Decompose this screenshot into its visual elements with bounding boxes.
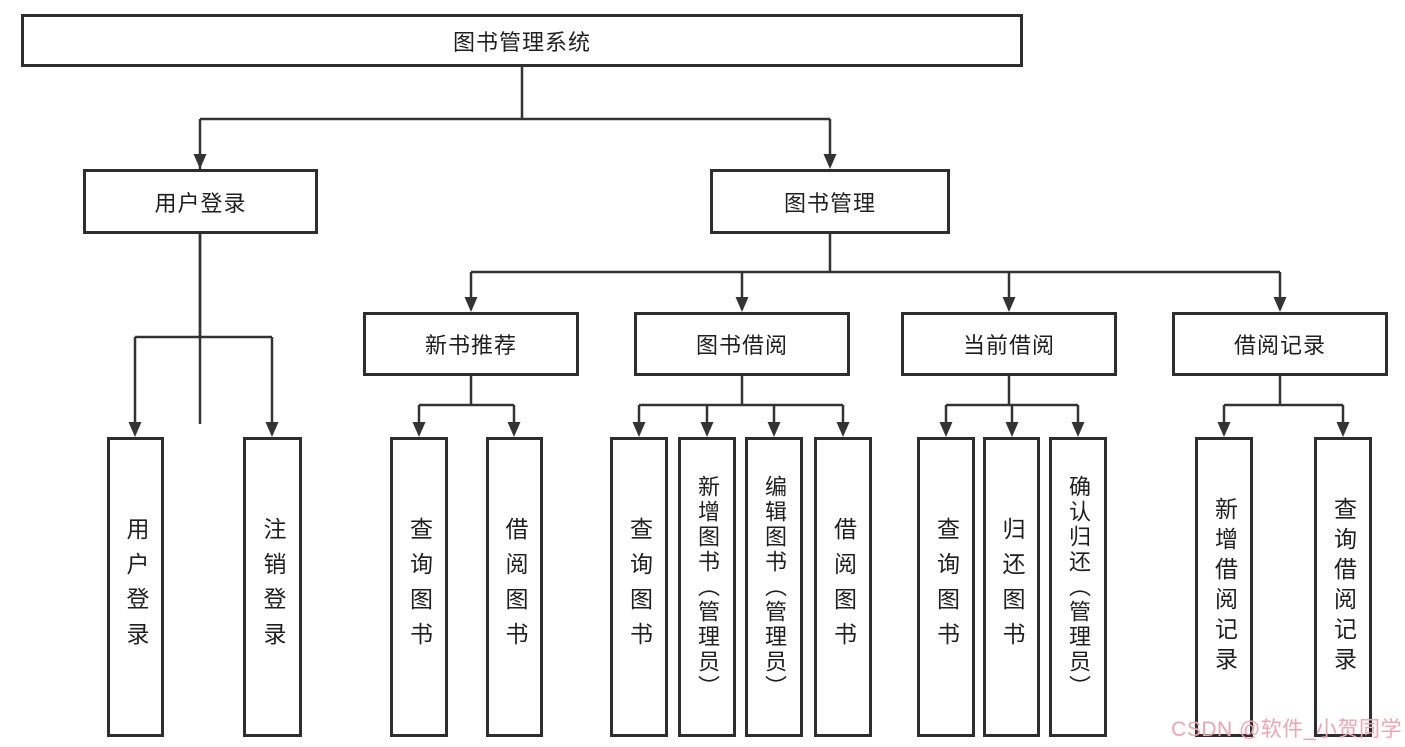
arrowhead-icons <box>128 154 1350 437</box>
leaf-edit-books-admin-label: 编辑图书（管理员） <box>762 474 787 700</box>
leaf-query-borrow-record: 查询借阅记录 <box>1314 437 1372 737</box>
leaf-query-books-recommend-label: 查询图书 <box>406 517 433 657</box>
leaf-logout: 注销登录 <box>243 437 302 737</box>
leaf-add-borrow-record: 新增借阅记录 <box>1195 437 1253 737</box>
leaf-edit-books-admin: 编辑图书（管理员） <box>745 437 803 737</box>
leaf-logout-label: 注销登录 <box>260 517 286 657</box>
leaf-query-books-current-label: 查询图书 <box>933 517 960 657</box>
leaf-query-books-borrow-label: 查询图书 <box>626 517 653 657</box>
leaf-return-books: 归还图书 <box>983 437 1040 737</box>
leaf-add-books-admin: 新增图书（管理员） <box>678 437 736 737</box>
leaf-borrow-books-recommend-label: 借阅图书 <box>502 517 528 657</box>
connector-borrow-records-children <box>1222 376 1345 425</box>
leaf-user-login-label: 用户登录 <box>123 517 149 657</box>
connector-user-login-children <box>133 234 274 425</box>
csdn-watermark: CSDN @软件_小贺同学 <box>1171 718 1402 741</box>
leaf-query-books-recommend: 查询图书 <box>390 437 448 737</box>
node-library-system: 图书管理系统 <box>21 14 1023 67</box>
connector-new-book-recommend-children <box>417 376 516 425</box>
leaf-query-borrow-record-label: 查询借阅记录 <box>1330 497 1357 677</box>
node-new-book-recommend-label: 新书推荐 <box>424 333 517 358</box>
node-book-borrow: 图书借阅 <box>634 312 850 376</box>
node-current-borrow-label: 当前借阅 <box>962 333 1055 358</box>
connector-book-borrow-children <box>637 376 845 425</box>
leaf-query-books-borrow: 查询图书 <box>610 437 668 737</box>
connector-current-borrow-children <box>944 376 1080 425</box>
node-book-borrow-label: 图书借阅 <box>695 333 788 358</box>
leaf-borrow-books-label: 借阅图书 <box>830 517 857 657</box>
leaf-confirm-return-admin-label: 确认归还（管理员） <box>1066 474 1091 700</box>
leaf-confirm-return-admin: 确认归还（管理员） <box>1049 437 1107 737</box>
node-borrow-records-label: 借阅记录 <box>1233 333 1326 358</box>
node-library-system-label: 图书管理系统 <box>452 29 591 55</box>
node-borrow-records: 借阅记录 <box>1172 312 1388 376</box>
leaf-return-books-label: 归还图书 <box>999 517 1025 657</box>
leaf-add-books-admin-label: 新增图书（管理员） <box>695 474 720 700</box>
node-user-login-label: 用户登录 <box>154 190 247 216</box>
node-current-borrow: 当前借阅 <box>901 312 1117 376</box>
node-user-login: 用户登录 <box>83 169 318 234</box>
leaf-borrow-books-recommend: 借阅图书 <box>486 437 543 737</box>
leaf-add-borrow-record-label: 新增借阅记录 <box>1211 497 1238 677</box>
node-book-management: 图书管理 <box>710 169 950 234</box>
leaf-query-books-current: 查询图书 <box>917 437 975 737</box>
connector-book-management-children <box>469 234 1282 300</box>
leaf-borrow-books: 借阅图书 <box>814 437 872 737</box>
node-new-book-recommend: 新书推荐 <box>363 312 579 376</box>
node-book-management-label: 图书管理 <box>783 190 876 216</box>
leaf-user-login: 用户登录 <box>107 437 164 737</box>
connector-root-to-level1 <box>198 67 832 424</box>
